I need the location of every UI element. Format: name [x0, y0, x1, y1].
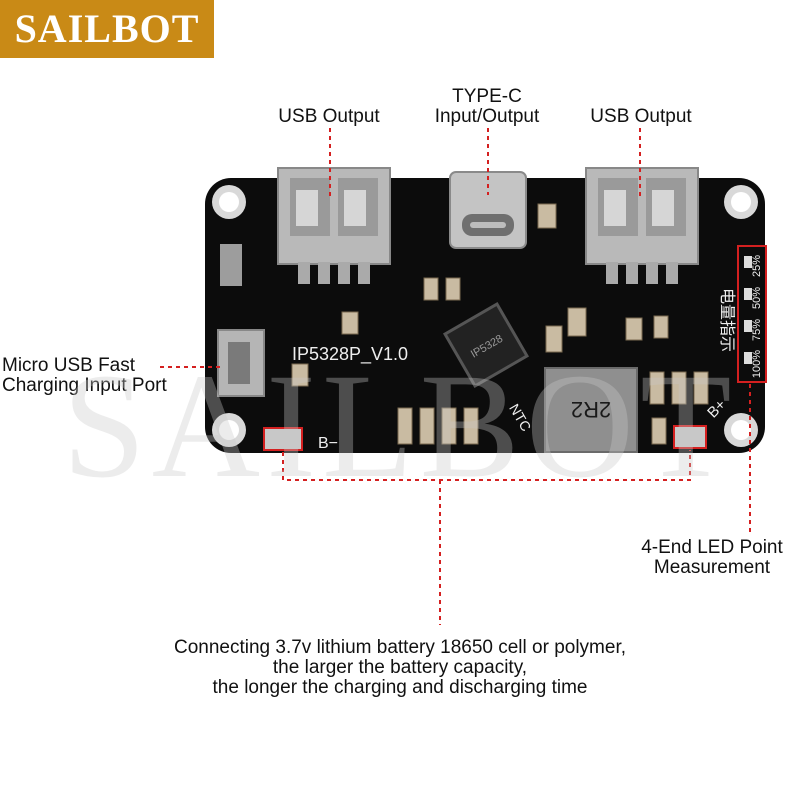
led-level-25: 25% [751, 255, 763, 277]
battery-note-line1: Connecting 3.7v lithium battery 18650 ce… [173, 637, 627, 658]
led-level-75: 75% [751, 319, 763, 341]
type-c-port [449, 171, 527, 249]
led-measurement-label-line1: 4-End LED Point [641, 537, 783, 558]
micro-usb-label-line2: Charging Input Port [2, 375, 167, 396]
battery-note-line2: the larger the battery capacity, [272, 657, 528, 678]
inductor-label: 2R2 [571, 397, 611, 422]
micro-usb-label-line1: Micro USB Fast [2, 355, 136, 376]
usb-output-right-label: USB Output [590, 106, 692, 127]
inductor: 2R2 [544, 367, 638, 453]
led-level-50: 50% [751, 287, 763, 309]
battery-note-line3: the longer the charging and discharging … [212, 677, 588, 698]
smd-components [291, 203, 709, 445]
ip5328-chip: IP5328 [442, 301, 530, 389]
usb-a-port-left [277, 167, 391, 284]
b-minus-text: B− [318, 435, 338, 452]
led-title-text: 电量指示 [718, 288, 736, 352]
micro-usb-port [217, 329, 265, 397]
usb-output-left-label: USB Output [278, 106, 380, 127]
side-button [220, 244, 242, 286]
mounting-holes [212, 185, 758, 447]
callout-lines [160, 128, 751, 625]
board-model-text: IP5328P_V1.0 [292, 344, 408, 365]
led-level-100: 100% [751, 350, 763, 378]
b-plus-pad [673, 425, 707, 449]
usb-a-port-right [585, 167, 699, 284]
brand-logo: SAILBOT [0, 0, 214, 58]
type-c-label-line2: Input/Output [434, 106, 540, 127]
b-minus-pad [263, 427, 303, 451]
led-measurement-label-line2: Measurement [653, 557, 771, 578]
type-c-label-line1: TYPE-C [452, 86, 522, 107]
led-indicator-area: 电量指示 25% 50% 75% 100% [718, 245, 767, 383]
